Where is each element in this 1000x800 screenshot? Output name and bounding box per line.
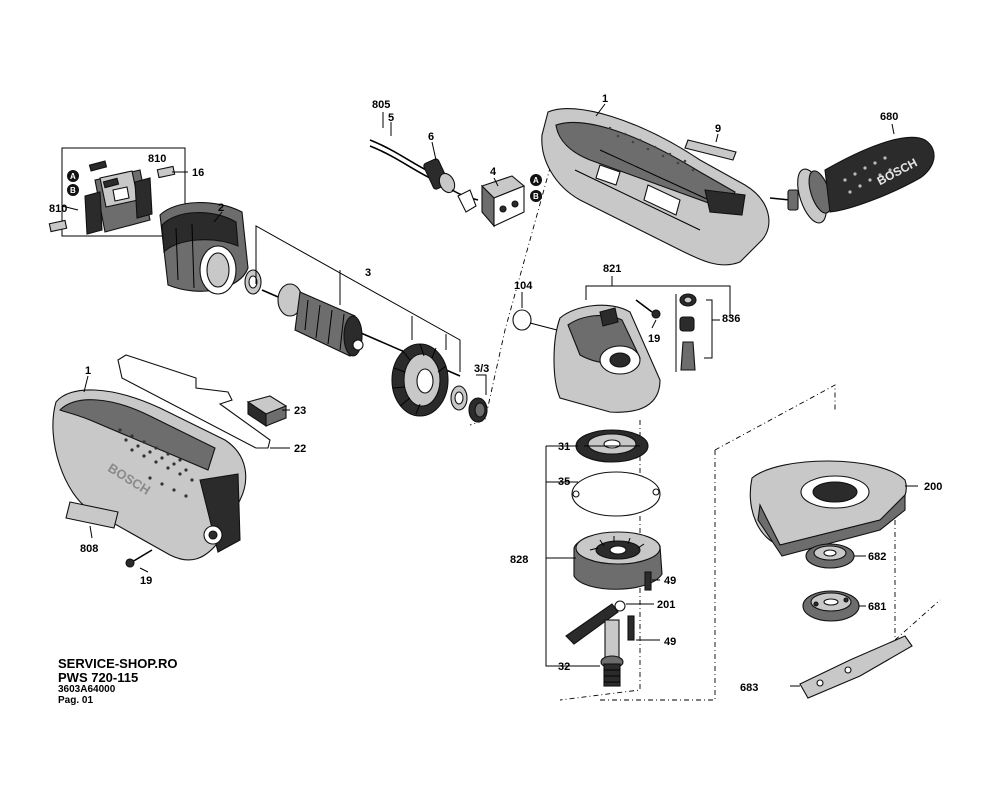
callout-35: 35 (558, 476, 570, 488)
callout-49-b: 49 (664, 636, 676, 648)
svg-text:A: A (70, 172, 76, 181)
callout-6: 6 (428, 131, 434, 143)
crown-gear (575, 429, 649, 463)
marker-a-left: A (67, 170, 79, 182)
marker-a-right: A (530, 174, 542, 186)
callout-3: 3 (365, 267, 371, 279)
callout-810-left: 810 (49, 203, 67, 215)
marker-b-left: B (67, 184, 79, 196)
callout-808: 808 (80, 543, 98, 555)
svg-text:B: B (70, 186, 76, 195)
screw-49-a (644, 571, 652, 591)
part-number: 3603A64000 (58, 684, 116, 695)
pinion (468, 397, 488, 423)
switch-block (480, 175, 526, 228)
callout-682: 682 (868, 551, 886, 563)
bracket-821 (585, 285, 731, 359)
callout-3-3: 3/3 (474, 363, 489, 375)
bracket-22 (117, 354, 271, 449)
housing-half-top (541, 108, 770, 266)
lock-button-set (675, 293, 697, 372)
gear-stack-bracket (545, 445, 600, 667)
mounting-flange-682 (805, 543, 855, 569)
model-name: PWS 720-115 (58, 670, 139, 685)
callout-49-a: 49 (664, 575, 676, 587)
callout-32: 32 (558, 661, 570, 673)
callout-683: 683 (740, 682, 758, 694)
callout-2: 2 (218, 202, 224, 214)
document-footer: SERVICE-SHOP.RO PWS 720-115 3603A64000 P… (58, 657, 177, 706)
o-ring (512, 292, 558, 331)
callout-821: 821 (603, 263, 621, 275)
gasket-35 (571, 471, 661, 517)
callout-680: 680 (880, 111, 898, 123)
spindle (600, 619, 624, 687)
spanner-683 (790, 635, 913, 699)
callout-1-top: 1 (602, 93, 608, 105)
callout-201: 201 (657, 599, 675, 611)
strain-relief-clip (457, 189, 477, 213)
power-cord (369, 139, 479, 201)
callout-23: 23 (294, 405, 306, 417)
callout-810-top: 810 (148, 153, 166, 165)
page-number: Pag. 01 (58, 695, 94, 706)
screw-49-b (627, 615, 635, 641)
auxiliary-handle: BOSCH (769, 136, 935, 224)
callout-31: 31 (558, 441, 570, 453)
spindle-lever (565, 600, 626, 645)
callout-836: 836 (722, 313, 740, 325)
callout-16: 16 (192, 167, 204, 179)
marker-b-right: B (530, 190, 542, 202)
stator (159, 202, 262, 295)
callout-22: 22 (294, 443, 306, 455)
type-plate-9 (684, 139, 737, 161)
svg-text:B: B (533, 192, 539, 201)
screw-19-mid (635, 299, 661, 319)
callout-104: 104 (514, 280, 533, 292)
gear-housing (553, 304, 661, 413)
carbon-brush-top (156, 165, 176, 179)
callout-805: 805 (372, 99, 390, 111)
leader-lines (61, 103, 895, 641)
housing-half-left: BOSCH (52, 389, 247, 561)
callout-200: 200 (924, 481, 942, 493)
callout-4: 4 (490, 166, 497, 178)
shop-name: SERVICE-SHOP.RO (58, 656, 178, 671)
callout-19-left: 19 (140, 575, 152, 587)
bearing-flange (573, 531, 663, 590)
callout-5: 5 (388, 112, 394, 124)
armature (261, 283, 461, 417)
bearing-3-3 (450, 385, 468, 411)
callout-681: 681 (868, 601, 886, 613)
label-808 (65, 501, 119, 529)
switch-slide-23 (246, 395, 288, 428)
callout-828: 828 (510, 554, 528, 566)
callout-labels: 805 5 6 4 1 9 680 810 16 810 2 3 3/3 104… (49, 93, 942, 694)
wheel-guard (749, 460, 918, 557)
callout-19-mid: 19 (648, 333, 660, 345)
armature-bracket (255, 225, 487, 395)
callout-1-left: 1 (85, 365, 91, 377)
clamping-nut-681 (802, 590, 860, 622)
svg-text:A: A (533, 176, 539, 185)
brush-holder-assembly (61, 147, 186, 237)
carbon-brush-left (48, 219, 68, 233)
callout-9: 9 (715, 123, 721, 135)
screw-19-left (125, 549, 153, 568)
